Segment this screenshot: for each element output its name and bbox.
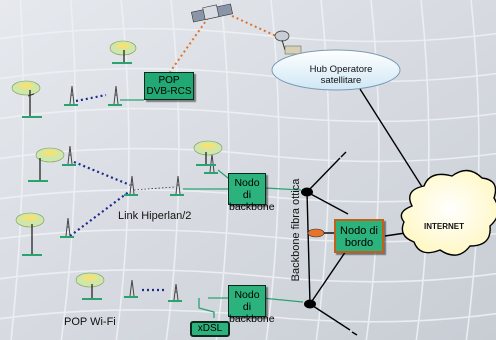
link-hiperlan-label: Link Hiperlan/2 bbox=[118, 210, 192, 222]
backbone-junction-bottom bbox=[304, 299, 316, 309]
internet-cloud bbox=[400, 169, 496, 256]
backbone-fibre-lines bbox=[306, 157, 413, 331]
nodo-backbone-bottom-line1: Nodo di bbox=[234, 289, 260, 313]
nodo-backbone-bottom: Nodo di backbone bbox=[228, 285, 275, 325]
internet-label: INTERNET bbox=[424, 222, 464, 231]
pop-dvb-rcs-line1: POP bbox=[158, 75, 180, 86]
user-site-icons bbox=[11, 40, 223, 298]
backbone-junction-top bbox=[301, 187, 313, 197]
nodo-bordo-line1: Nodo di bbox=[340, 225, 378, 237]
satellite-dish-icon bbox=[274, 30, 302, 55]
xdsl-box: xDSL bbox=[190, 321, 230, 337]
xdsl-label: xDSL bbox=[197, 323, 223, 334]
hub-operatore-line2: satellitare bbox=[320, 75, 362, 86]
nodo-bordo: Nodo di bordo bbox=[334, 219, 384, 253]
hub-operatore-shape bbox=[271, 49, 401, 91]
nodo-backbone-top-line2: backbone bbox=[229, 201, 275, 213]
backbone-dashes bbox=[340, 151, 358, 336]
nodo-bordo-line2: bordo bbox=[344, 237, 374, 249]
satellite-icon bbox=[191, 3, 233, 23]
satellite-links bbox=[169, 15, 277, 73]
user-site-4 bbox=[15, 212, 45, 254]
pop-dvb-rcs-line2: DVB-RCS bbox=[146, 86, 192, 97]
hub-operatore-line1: Hub Operatore bbox=[309, 64, 373, 75]
user-site-5 bbox=[193, 140, 223, 164]
hub-operatore-label: Hub Operatore satellitare bbox=[296, 64, 386, 86]
nodo-backbone-top: Nodo di backbone bbox=[228, 173, 275, 213]
pop-wifi-label: POP Wi-Fi bbox=[64, 316, 116, 328]
user-site-3 bbox=[35, 147, 65, 180]
access-links bbox=[120, 99, 304, 318]
user-site-6 bbox=[75, 272, 105, 298]
nodo-backbone-top-line1: Nodo di bbox=[234, 177, 260, 201]
nodo-backbone-bottom-line2: backbone bbox=[229, 313, 275, 325]
wireless-links bbox=[69, 93, 166, 292]
pop-dvb-rcs-node: POP DVB-RCS bbox=[144, 72, 194, 100]
user-site-2 bbox=[109, 40, 137, 62]
backbone-fibra-label: Backbone fibra ottica bbox=[290, 178, 302, 282]
tower-bases bbox=[22, 62, 218, 302]
user-site-1 bbox=[11, 80, 41, 116]
nodo-bordo-connector bbox=[307, 228, 325, 238]
